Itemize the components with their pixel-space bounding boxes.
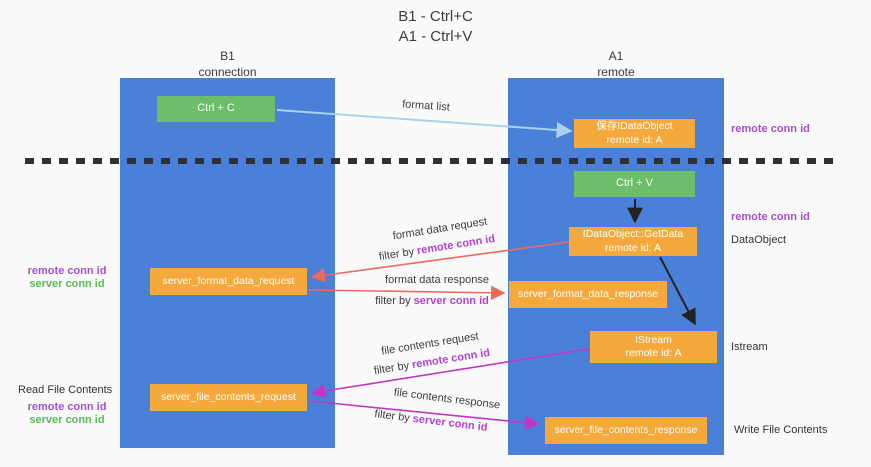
label-filter-server-1: filter by server conn id [347,295,517,307]
server-conn-id-text: server conn id [412,412,489,434]
left-server-conn-id-1: server conn id [22,278,112,291]
filter-by-text: filter by [378,245,416,264]
remote-conn-id-text: remote conn id [731,211,810,223]
node-server-file-contents-request-label: server_file_contents_request [161,390,296,403]
node-getdata-line1: IDataObject::GetData [582,228,684,241]
right-label-istream: Istream [731,341,768,353]
left-remote-conn-id-1: remote conn id [22,265,112,278]
label-file-contents-response-text: file contents response [393,386,501,412]
diagram-title: B1 - Ctrl+C A1 - Ctrl+V [0,7,871,48]
filter-by-text: filter by [373,408,411,425]
node-server-format-data-request-label: server_format_data_request [162,274,295,287]
right-label-dataobject: DataObject [731,234,786,246]
left-label-read-file-contents: Read File Contents [18,384,112,396]
label-format-data-response-text: format data response [385,274,489,286]
node-ctrl-c-label: Ctrl + C [197,102,235,115]
node-server-format-data-request: server_format_data_request [150,268,307,295]
server-conn-id-text: server conn id [29,278,105,291]
phase-divider-dashed-line [25,158,837,164]
left-label-conn-ids-top: remote conn id server conn id [22,265,112,291]
label-format-list-text: format list [401,98,451,114]
label-format-data-response: format data response [362,274,512,286]
left-remote-conn-id-2: remote conn id [22,401,112,414]
node-ctrl-v: Ctrl + V [574,171,695,197]
node-getdata-line2: remote id: A [604,241,662,254]
right-label-remote-conn-id-1: remote conn id [731,123,810,135]
node-ctrl-v-label: Ctrl + V [616,177,653,190]
remote-conn-id-text: remote conn id [731,123,810,135]
istream-text: Istream [731,341,768,353]
node-server-format-data-response-label: server_format_data_response [517,287,659,300]
column-header-a1: A1 remote [508,48,724,80]
node-save-idataobject-line2: remote id: A [606,133,663,146]
filter-by-text: filter by [375,295,411,307]
title-line-2: A1 - Ctrl+V [398,28,473,46]
filter-by-text: filter by [373,359,411,378]
column-header-b1: B1 connection [120,48,335,80]
node-save-idataobject-line1: 保存IDataObject [596,120,673,133]
right-label-remote-conn-id-2: remote conn id [731,211,810,223]
node-ctrl-c: Ctrl + C [157,96,275,122]
column-b1-role: connection [198,65,257,80]
column-b1-name: B1 [220,49,235,63]
write-file-contents-text: Write File Contents [734,424,828,436]
node-idataobject-getdata: IDataObject::GetData remote id: A [569,227,697,256]
node-server-file-contents-response: server_file_contents_response [545,417,707,444]
dataobject-text: DataObject [731,234,787,246]
node-server-file-contents-response-label: server_file_contents_response [554,423,698,436]
node-save-idataobject: 保存IDataObject remote id: A [574,119,695,148]
node-istream-line2: remote id: A [625,347,682,359]
node-server-format-data-response: server_format_data_response [509,281,667,308]
label-format-list: format list [376,97,477,116]
node-server-file-contents-request: server_file_contents_request [150,384,307,411]
left-server-conn-id-2: server conn id [22,414,112,427]
remote-conn-id-text: remote conn id [27,401,107,413]
column-a1-name: A1 [608,49,624,63]
title-line-1: B1 - Ctrl+C [398,8,473,25]
server-conn-id-text: server conn id [29,414,105,427]
read-file-contents-text: Read File Contents [18,384,113,396]
server-conn-id-text: server conn id [413,295,489,307]
column-a1-role: remote [597,65,635,80]
node-istream-line1: IStream [635,333,672,346]
node-istream: IStream remote id: A [590,331,717,363]
left-label-conn-ids-bottom: remote conn id server conn id [22,401,112,427]
remote-conn-id-text: remote conn id [27,265,107,277]
right-label-write-file-contents: Write File Contents [734,424,827,436]
arrow-format-data-response [308,285,506,300]
